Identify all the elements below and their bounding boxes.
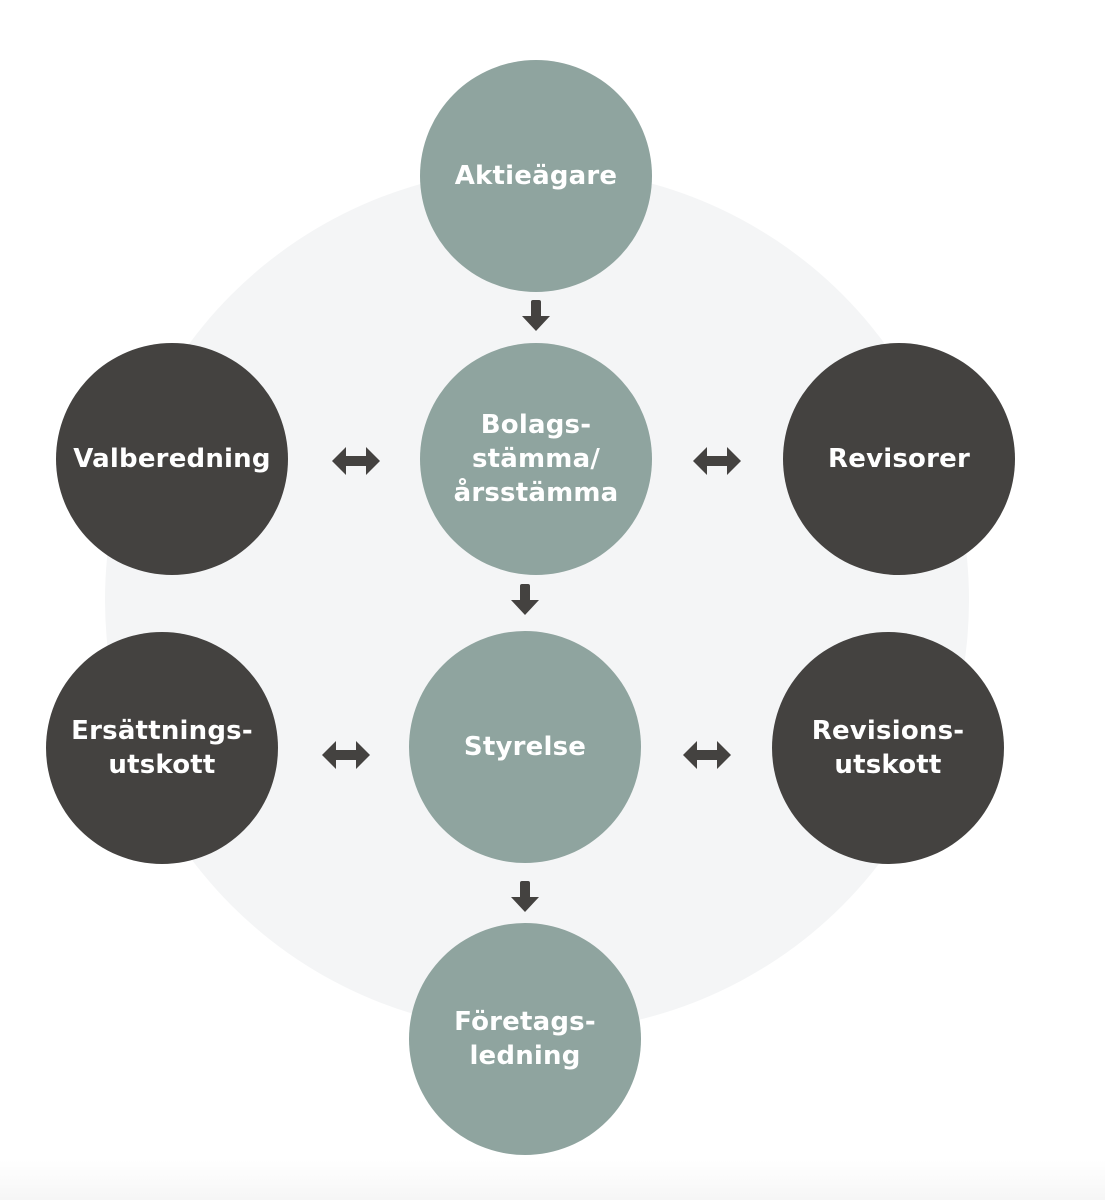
arrow-left-right-icon (693, 446, 741, 476)
bottom-fade (0, 1160, 1105, 1200)
node-label: Ersättnings- utskott (71, 716, 253, 780)
arrow-left-right-icon (683, 740, 731, 770)
arrow-left-right-icon (322, 740, 370, 770)
node-revisionsutskott: Revisions- utskott (772, 632, 1004, 864)
node-label: Företags- ledning (454, 1007, 596, 1071)
node-label: Bolags- stämma/ årsstämma (453, 410, 619, 508)
arrow-left-right-icon (332, 446, 380, 476)
arrow-down-icon (510, 584, 540, 616)
node-label: Valberedning (73, 444, 271, 474)
node-styrelse: Styrelse (409, 631, 641, 863)
node-foretagsledning: Företags- ledning (409, 923, 641, 1155)
node-ersattningsutskott: Ersättnings- utskott (46, 632, 278, 864)
node-revisorer: Revisorer (783, 343, 1015, 575)
node-label: Revisorer (828, 444, 970, 474)
node-aktieagare: Aktieägare (420, 60, 652, 292)
node-valberedning: Valberedning (56, 343, 288, 575)
node-bolagsstamma: Bolags- stämma/ årsstämma (420, 343, 652, 575)
node-label: Revisions- utskott (811, 716, 965, 780)
arrow-down-icon (510, 881, 540, 913)
node-label: Styrelse (463, 732, 587, 762)
node-label: Aktieägare (454, 161, 618, 191)
arrow-down-icon (521, 300, 551, 332)
